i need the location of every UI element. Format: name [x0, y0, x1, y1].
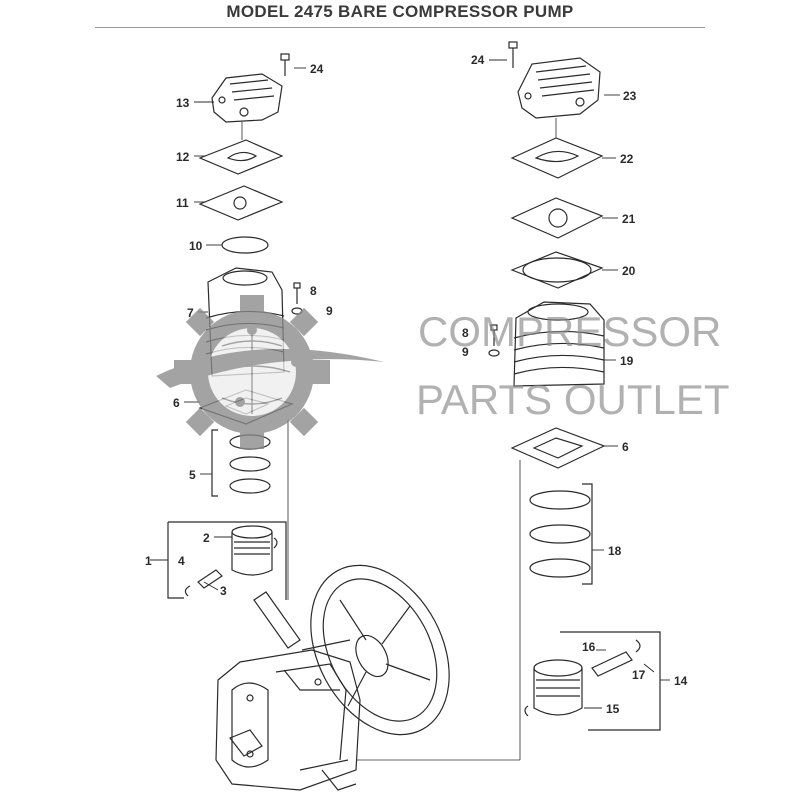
callout-labels: 24 13 12 11 10 8 9 7 6 5 2 1 4 3 24 23 2…	[145, 53, 688, 716]
part-piston-rings-right	[529, 490, 591, 578]
part-cylinder-head-right	[517, 57, 601, 119]
watermark-line1: COMPRESSOR	[418, 308, 721, 355]
part-crankcase	[215, 649, 361, 791]
title-divider	[95, 27, 705, 28]
callout-9-right: 9	[462, 345, 469, 359]
part-base-gasket-right	[510, 427, 606, 469]
callout-3: 3	[220, 584, 227, 598]
callout-22: 22	[620, 152, 634, 166]
callout-6-right: 6	[622, 440, 629, 454]
part-gasket-ring-right	[510, 251, 604, 289]
part-oring-left	[221, 236, 269, 254]
part-piston-right	[533, 659, 583, 716]
callout-5: 5	[189, 468, 196, 482]
part-bolt-left	[280, 53, 290, 76]
callout-1: 1	[145, 554, 152, 568]
part-head-gasket-right	[510, 137, 604, 179]
watermark-line2: PARTS OUTLET	[416, 376, 730, 423]
callout-4: 4	[178, 554, 185, 568]
part-valve-plate-left	[198, 185, 284, 221]
callout-21: 21	[622, 212, 636, 226]
part-valve-plate-right	[510, 197, 604, 239]
watermark-logo: COMPRESSOR PARTS OUTLET	[156, 295, 730, 449]
part-piston-left	[231, 525, 273, 576]
callout-8-right: 8	[462, 326, 469, 340]
callout-24-right: 24	[471, 53, 485, 67]
callout-14: 14	[674, 674, 688, 688]
callout-15: 15	[606, 702, 620, 716]
callout-18: 18	[608, 544, 622, 558]
callout-6-left: 6	[173, 396, 180, 410]
part-bolt-right	[508, 41, 518, 68]
callout-17: 17	[632, 668, 646, 682]
part-cylinder-right	[513, 301, 605, 387]
callout-2: 2	[203, 531, 210, 545]
callout-13: 13	[176, 96, 190, 110]
callout-8-left: 8	[310, 284, 317, 298]
part-cylinder-head-left	[211, 73, 283, 123]
callout-10: 10	[189, 239, 203, 253]
callout-24-left: 24	[310, 62, 324, 76]
callout-16: 16	[582, 640, 596, 654]
callout-12: 12	[176, 150, 190, 164]
callout-9-left: 9	[326, 304, 333, 318]
callout-20: 20	[622, 264, 636, 278]
part-head-gasket-left	[198, 139, 284, 175]
callout-23: 23	[623, 89, 637, 103]
diagram-title: MODEL 2475 BARE COMPRESSOR PUMP	[226, 2, 574, 21]
callout-7: 7	[187, 306, 194, 320]
part-flywheel	[301, 564, 450, 736]
callout-11: 11	[176, 196, 189, 210]
callout-19: 19	[620, 354, 634, 368]
